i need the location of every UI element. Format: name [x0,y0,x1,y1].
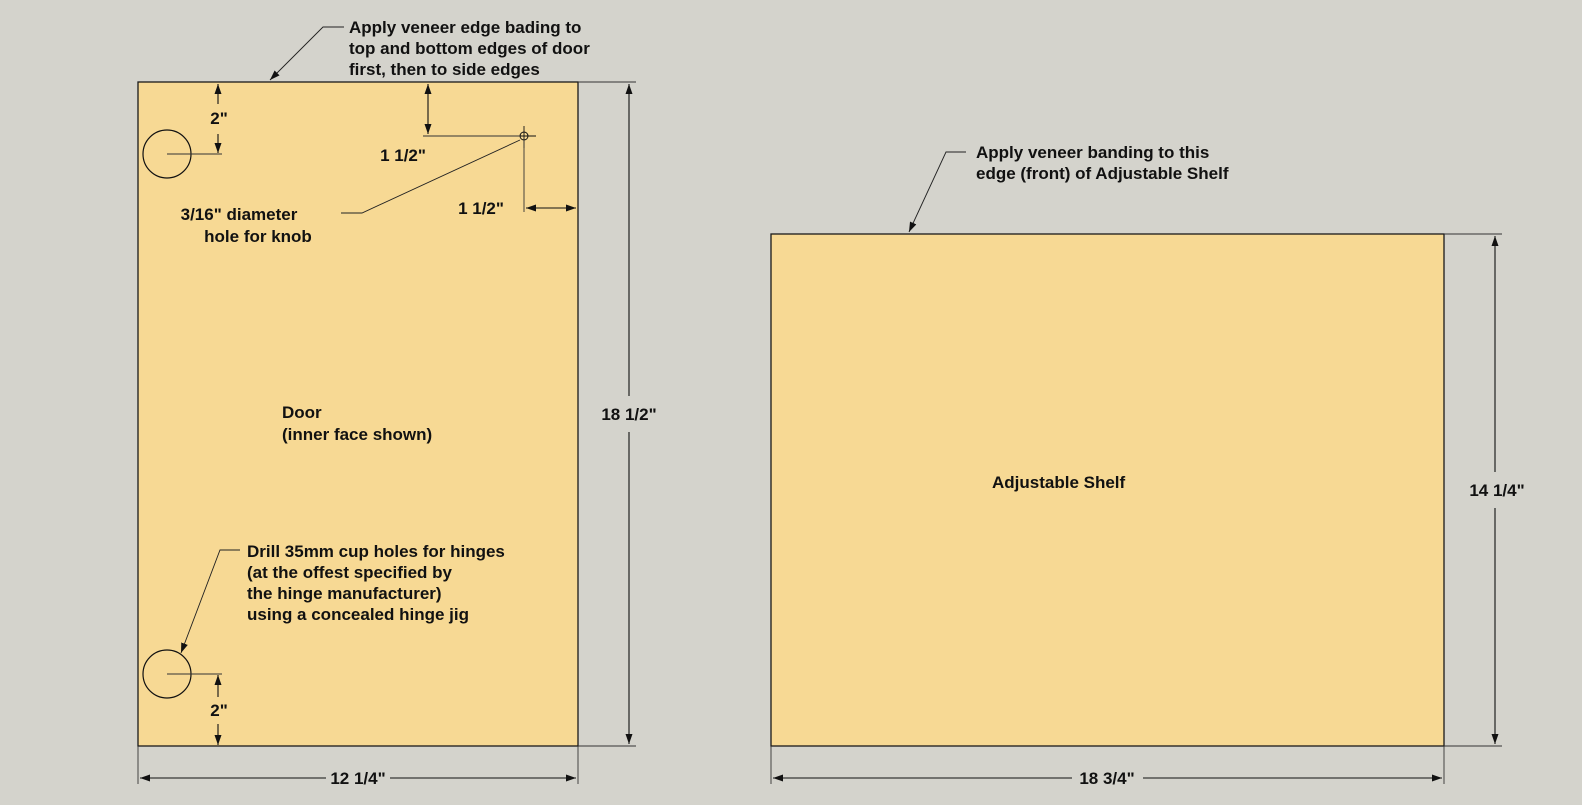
dim-hinge-bottom-label: 2" [210,701,228,720]
dim-door-width-label: 12 1/4" [330,769,385,788]
door-group: 2" 2" 1 1/2" 1 1/2" 3/16" diameter hole … [137,18,657,788]
door-banding-note-line1: Apply veneer edge bading to [349,18,581,37]
dim-shelf-width-label: 18 3/4" [1079,769,1134,788]
shelf-banding-note-line1: Apply veneer banding to this [976,143,1209,162]
shelf-panel [770,233,1445,747]
door-banding-note-line2: top and bottom edges of door [349,39,590,58]
knob-note-leader [341,139,521,214]
hinge-note-leader [180,549,240,654]
hinge-note-line2: (at the offest specified by [247,563,453,582]
door-banding-leader [269,26,344,81]
door-panel [137,81,579,747]
door-label: Door [282,403,322,422]
dim-door-height-label: 18 1/2" [601,405,656,424]
dim-knob-top-label: 1 1/2" [380,146,426,165]
dim-shelf-height-label: 14 1/4" [1469,481,1524,500]
shelf-banding-leader [908,151,966,233]
door-banding-note-line3: first, then to side edges [349,60,540,79]
dim-knob-side-label: 1 1/2" [458,199,504,218]
shelf-banding-note-line2: edge (front) of Adjustable Shelf [976,164,1229,183]
hinge-note-line4: using a concealed hinge jig [247,605,469,624]
knob-note-line1: 3/16" diameter [181,205,298,224]
knob-note-line2: hole for knob [204,227,312,246]
door-sublabel: (inner face shown) [282,425,432,444]
hinge-note-line1: Drill 35mm cup holes for hinges [247,542,505,561]
dim-hinge-top-label: 2" [210,109,228,128]
shelf-label: Adjustable Shelf [992,473,1126,492]
shelf-group: Adjustable Shelf Apply veneer banding to… [770,143,1525,788]
hinge-note-line3: the hinge manufacturer) [247,584,442,603]
